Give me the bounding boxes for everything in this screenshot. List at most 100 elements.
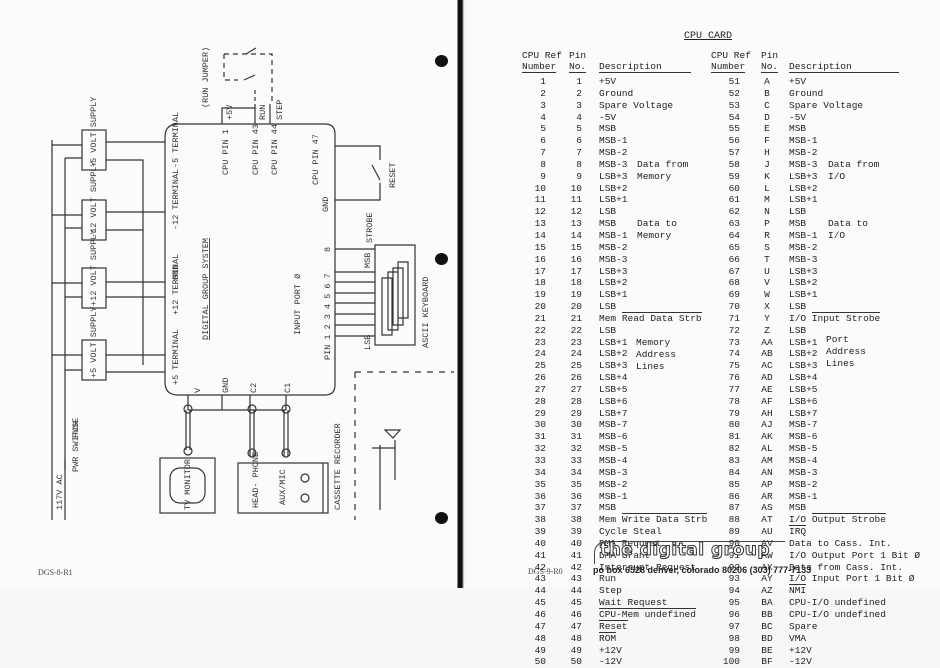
pin-description: LSB+1 [789,194,818,206]
cpu-ref-number: 34 [534,466,546,478]
supply-plus12-label: +12 VOLT SUPPLY [89,229,99,306]
cpu-ref-number: 68 [728,277,740,289]
cpu-ref-number: 45 [534,597,546,609]
pin-number: 38 [570,514,582,526]
pin-description: MSB-7 [599,419,628,431]
pin-step-label: STEP [275,100,285,120]
pin-description: MSB [789,502,807,514]
pin-number: 48 [570,632,582,644]
cpu-ref-number: 24 [534,348,546,360]
cpu-ref-number: 14 [534,229,546,241]
cpu-pin47-label: CPU PIN 47 [311,134,321,185]
cpu-ref-number: 83 [728,455,740,466]
gnd-label: GND [321,197,331,212]
pin-number: J [764,158,770,170]
pin-number: AM [761,455,773,466]
cpu-card-title: CPU CARD [684,31,733,42]
cpu-ref-number: 32 [534,443,546,455]
msb-label: MSB [363,253,373,268]
pin-gnd-label: GND [221,378,231,393]
pin-number: AS [761,502,773,514]
ac-label: 117V AC [55,474,65,510]
cpu-ref-number: 91 [728,549,740,561]
cpu-ref-number: 82 [728,443,740,455]
pin-number: 19 [570,289,582,301]
company-address: po box 6528 denver, colorado 80206 (303)… [593,565,812,575]
cpu-ref-number: 72 [728,324,740,336]
punch-hole [435,253,448,265]
pin-description: MSB-1 [599,135,628,147]
cpu-ref-number: 62 [728,206,740,218]
pin-number: 27 [570,383,582,395]
pin-number: 11 [570,194,582,206]
supply-minus12 [81,199,107,241]
reset-label: RESET [388,162,398,188]
pin-plus5v-label: +5V [225,104,235,120]
pin-number: 1 [576,76,582,87]
tv-monitor [159,457,216,514]
cpu-ref-number: 67 [728,265,740,277]
pin-number: AY [761,573,773,585]
pin-description: MSB-7 [789,419,818,431]
pin-number: AK [761,431,773,443]
pin-number: AW [761,549,773,561]
cpu-ref-number: 38 [534,514,546,526]
pin-description: +5V [599,76,617,87]
pin-number: AR [761,490,773,502]
pin-number: 5 [576,123,582,135]
cpu-ref-number: 90 [728,537,740,549]
pin-description: MSB-1 [789,490,818,502]
pin-description: Interrupt Request [599,561,696,573]
pin-description: MSB-1 [599,229,628,241]
pin-description: MSB [789,218,807,230]
pin-description: MSB-4 [599,455,628,466]
cpu-ref-number: 47 [534,620,546,632]
cpu-ref-number: 74 [728,348,740,360]
pin-description: DMA Request [599,537,662,549]
pin-number: BE [761,644,773,656]
cpu-ref-number: 84 [728,466,740,478]
pin-number: P [764,218,770,230]
pin-description: I/O Output Port 1 Bit Ø [789,549,921,561]
pin-number: 7 [576,147,582,159]
cpu-ref-number: 96 [728,608,740,620]
pin-number: 30 [570,419,582,431]
pin-description: LSB [599,301,617,313]
cpu-ref-number: 79 [728,407,740,419]
cpu-ref-number: 20 [534,301,546,313]
cpu-ref-number: 49 [534,644,546,656]
pin-number: 18 [570,277,582,289]
pin-number: 17 [570,265,582,277]
cpu-ref-number: 2 [540,87,546,99]
cpu-ref-number: 27 [534,383,546,395]
cpu-ref-number: 87 [728,502,740,514]
pin-description: CPU-I/O undefined [789,597,886,609]
pin-number: AF [761,395,773,407]
pin8-label: 8 [323,247,333,252]
pin-number: 26 [570,372,582,384]
pin-run-label: RUN [258,105,268,120]
pin-description: -5V [789,111,807,123]
pin-description: LSB+7 [789,407,818,419]
pin-number: 8 [576,158,582,170]
punch-hole [435,55,448,67]
punch-hole [435,512,448,524]
pin-number: BA [761,597,773,609]
pin-description: MSB-5 [599,443,628,455]
pin-description: MSB-3 [599,253,628,265]
pin-number: 23 [570,336,582,348]
pin-number: 40 [570,537,582,549]
cpu-ref-number: 28 [534,395,546,407]
aux-label: AUX/MIC [278,469,288,505]
cpu-ref-number: 23 [534,336,546,348]
page-binding [454,0,468,588]
system-wiring-diagram: (RUN JUMPER) +5V RUN STEP CPU PIN 1 CPU … [51,47,455,520]
pin-description: Spare [789,620,818,632]
pin-description: LSB+1 [599,336,628,348]
pin-number: E [764,123,770,135]
header-desc: Description [599,61,691,73]
cpu-ref-number: 98 [728,632,740,644]
